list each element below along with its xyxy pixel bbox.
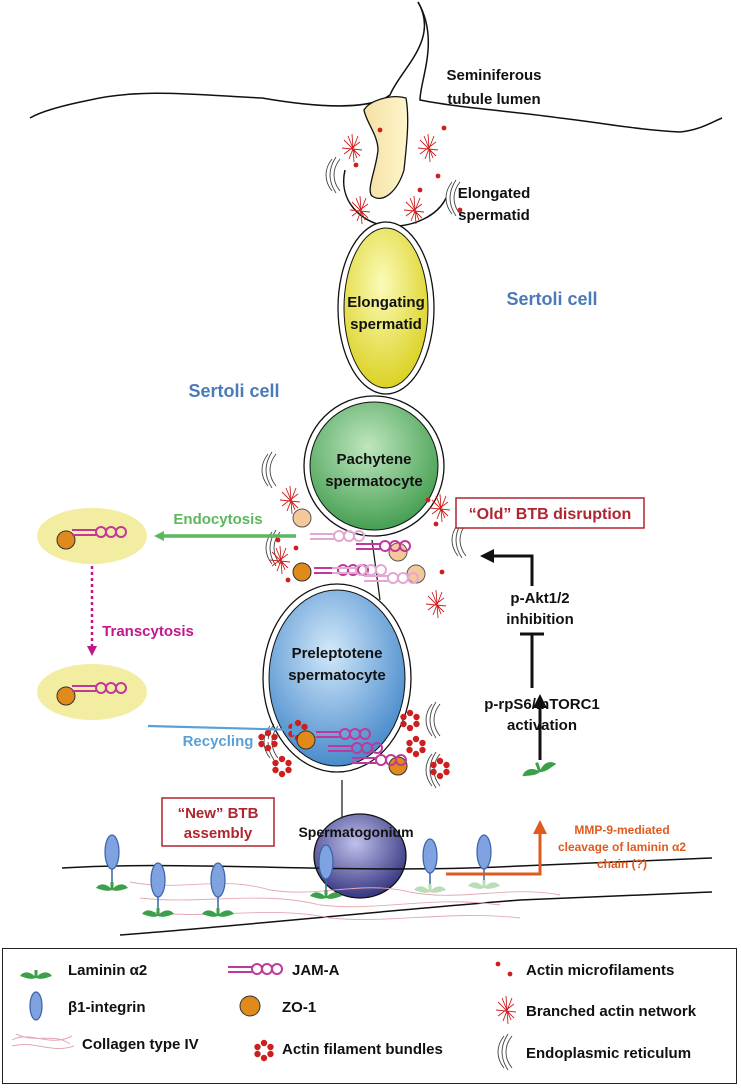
legend-zo1-label: ZO-1	[282, 999, 316, 1016]
branched-actin-icon	[495, 995, 517, 1025]
preleptotene-label-1: Preleptotene	[292, 645, 383, 662]
actin-microfilament-icon	[495, 961, 513, 977]
legend-branched-label: Branched actin network	[526, 1003, 697, 1020]
legend-box	[2, 948, 737, 1084]
old-btb-junctions	[292, 508, 426, 584]
spermatogonium	[313, 813, 407, 899]
lumen-label-2: tubule lumen	[447, 91, 540, 108]
inhibition-bar	[520, 632, 544, 688]
mmp-label-2: cleavage of laminin α2	[558, 840, 686, 854]
pachytene-spermatocyte	[303, 395, 445, 537]
endocytosis-label: Endocytosis	[173, 511, 262, 528]
actin-bundle-icon	[254, 1039, 274, 1062]
er-icon	[497, 1033, 513, 1071]
legend-er-label: Endoplasmic reticulum	[526, 1045, 691, 1062]
legend-bundles-label: Actin filament bundles	[282, 1041, 443, 1058]
elongated-spermatid	[342, 96, 447, 227]
recycling-label: Recycling	[183, 733, 254, 750]
lumen-membrane	[29, 1, 723, 133]
rps6-label-1: p-rpS6/mTORC1	[484, 696, 600, 713]
laminin-icon	[20, 970, 52, 979]
vesicle-endocytosed	[37, 508, 147, 564]
new-btb-box	[161, 797, 275, 847]
actin-microfilaments	[275, 125, 463, 583]
mmp-cleavage-arrow	[446, 820, 547, 876]
elongating-label-1: Elongating	[347, 294, 425, 311]
recycling-arrow	[147, 723, 304, 736]
legend-symbols	[11, 961, 517, 1071]
legend-integrin-label: β1-integrin	[68, 999, 146, 1016]
sertoli-cell-label-left: Sertoli cell	[188, 381, 279, 401]
basal-integrins	[94, 834, 502, 919]
legend-microfilaments-label: Actin microfilaments	[526, 962, 674, 979]
elongating-spermatid	[337, 221, 435, 395]
preleptotene-label-2: spermatocyte	[288, 667, 386, 684]
legend-jam-label: JAM-A	[292, 962, 340, 979]
integrin-icon	[29, 991, 43, 1021]
elongating-label-2: spermatid	[350, 316, 422, 333]
sertoli-cell-label-right: Sertoli cell	[506, 289, 597, 309]
laminin-fragment	[522, 762, 557, 777]
zo1-icon	[239, 995, 261, 1017]
rps6-label-2: activation	[507, 717, 577, 734]
elongated-label-1: Elongated	[458, 185, 531, 202]
legend-collagen-label: Collagen type IV	[82, 1036, 199, 1053]
akt-label-2: inhibition	[506, 611, 573, 628]
mmp-label-1: MMP-9-mediated	[574, 823, 669, 837]
akt-to-btb-arrow	[480, 549, 534, 586]
old-btb-box	[455, 497, 645, 529]
pachytene-label-2: spermatocyte	[325, 473, 423, 490]
old-btb-label: “Old” BTB disruption	[469, 506, 632, 523]
new-btb-label-2: assembly	[184, 825, 253, 842]
vesicle-transcytosed	[37, 664, 147, 720]
elongated-label-2: spermatid	[458, 207, 530, 224]
pachytene-label-1: Pachytene	[336, 451, 411, 468]
legend-laminin-label: Laminin α2	[68, 962, 147, 979]
jam-a-icon	[228, 963, 283, 975]
lumen-label-1: Seminiferous	[446, 67, 541, 84]
spermatogonium-label: Spermatogonium	[298, 824, 413, 840]
mmp-label-3: chain (?)	[597, 857, 647, 871]
akt-label-1: p-Akt1/2	[510, 590, 569, 607]
transcytosis-label: Transcytosis	[102, 623, 194, 640]
new-btb-label-1: “New” BTB	[178, 805, 259, 822]
collagen-icon	[11, 1033, 75, 1050]
